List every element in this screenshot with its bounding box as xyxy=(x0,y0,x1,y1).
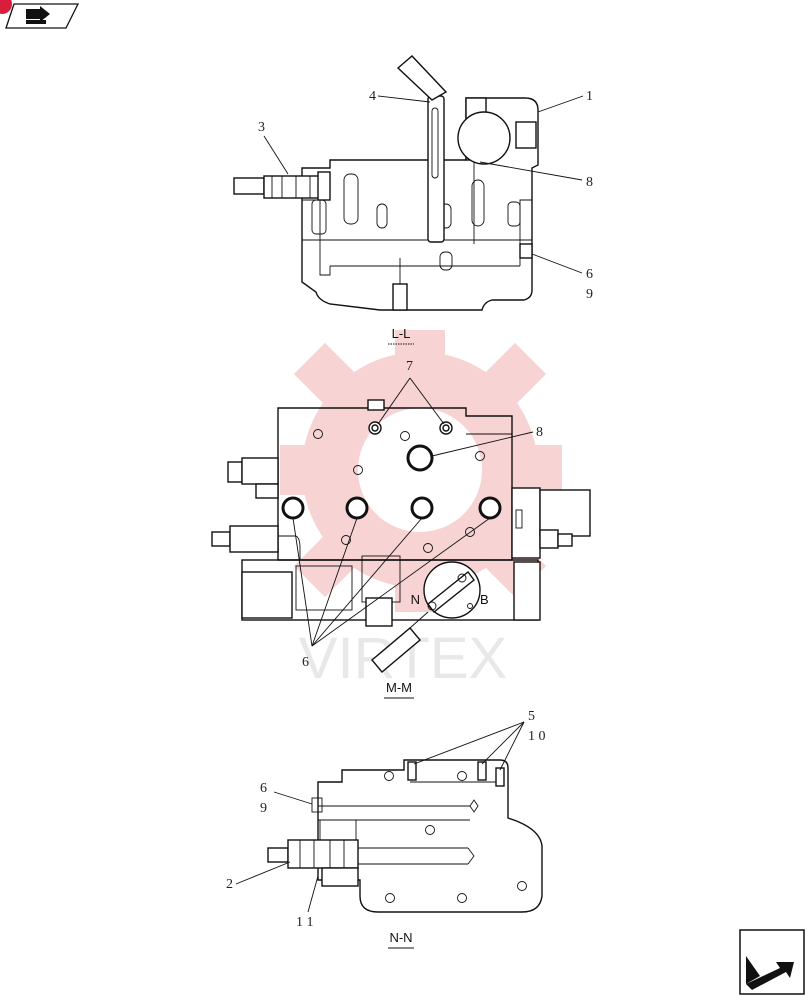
svg-text:1 1: 1 1 xyxy=(296,915,314,930)
svg-text:8: 8 xyxy=(586,175,593,190)
section-label-ll: L-L xyxy=(392,326,411,341)
callouts-nn: 5 1 0 6 9 2 1 1 xyxy=(226,709,546,930)
svg-text:9: 9 xyxy=(260,801,267,816)
view-mm: N B 7 8 6 M-M xyxy=(211,359,591,699)
svg-text:1: 1 xyxy=(586,89,593,104)
view-nn: 5 1 0 6 9 2 1 1 N-N xyxy=(226,709,546,949)
callouts-ll: 4 1 3 8 6 9 xyxy=(258,89,593,302)
view-ll: 4 1 3 8 6 9 L-L xyxy=(233,55,593,345)
next-page-button[interactable] xyxy=(739,929,805,995)
svg-text:1 0: 1 0 xyxy=(528,729,546,744)
svg-text:6: 6 xyxy=(302,655,309,670)
section-label-mm: M-M xyxy=(386,680,412,695)
top-left-nav-button[interactable] xyxy=(0,0,80,29)
callouts-mm: 7 8 6 xyxy=(292,359,543,670)
svg-text:5: 5 xyxy=(528,709,535,724)
red-badge-icon xyxy=(0,0,12,14)
svg-text:9: 9 xyxy=(586,287,593,302)
svg-text:6: 6 xyxy=(586,267,593,282)
svg-text:4: 4 xyxy=(369,89,376,104)
svg-text:3: 3 xyxy=(258,120,265,135)
svg-text:8: 8 xyxy=(536,425,543,440)
svg-text:N: N xyxy=(411,592,420,607)
svg-text:6: 6 xyxy=(260,781,267,796)
svg-text:B: B xyxy=(480,592,489,607)
section-label-nn: N-N xyxy=(389,930,412,945)
svg-text:7: 7 xyxy=(406,359,413,374)
next-page-arrow-icon xyxy=(746,956,794,990)
svg-text:2: 2 xyxy=(226,877,233,892)
